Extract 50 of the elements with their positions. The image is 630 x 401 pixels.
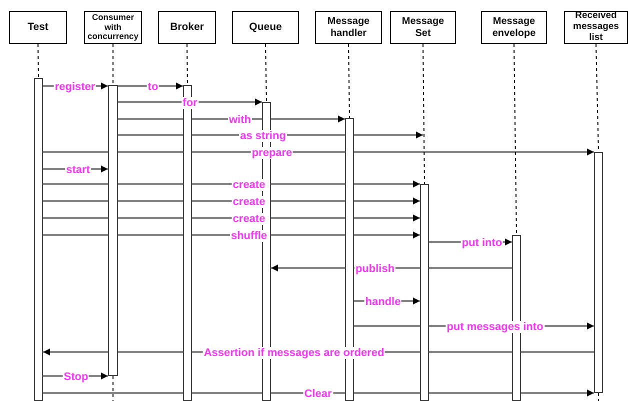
lifeline	[112, 44, 114, 86]
participant-name: Message handler	[326, 16, 371, 39]
lifeline	[112, 376, 114, 401]
participant-box	[564, 11, 628, 44]
message-label: register	[54, 81, 96, 93]
message-arrow	[42, 148, 594, 156]
activation-bar	[108, 85, 118, 376]
message-label: create	[232, 213, 266, 225]
message-label: put into	[460, 237, 504, 249]
message-label: put messages into	[446, 321, 544, 333]
participant-box	[232, 11, 299, 44]
participant-name: Received messages list	[572, 11, 620, 44]
lifeline	[422, 44, 425, 184]
message-label: Clear	[303, 388, 333, 400]
participant-name: Message envelope	[491, 16, 537, 39]
participant-box	[158, 11, 216, 44]
message-label: to	[146, 81, 160, 93]
activation-bar	[34, 78, 43, 401]
lifeline	[348, 44, 350, 118]
message-label: for	[182, 97, 198, 109]
message-label: create	[232, 179, 266, 191]
message-label: create	[232, 196, 266, 208]
activation-bar	[420, 184, 429, 401]
participant-name: Message Set	[400, 16, 446, 39]
message-label: Assertion if messages are ordered	[202, 347, 386, 359]
message-label: with	[228, 114, 252, 126]
participant-name: Broker	[170, 21, 204, 34]
participant-name: Test	[28, 21, 48, 34]
participant-box	[481, 11, 547, 44]
lifeline	[514, 44, 517, 236]
participant-box	[390, 11, 456, 44]
message-label: publish	[354, 263, 396, 275]
activation-bar	[594, 152, 603, 393]
message-label: shuffle	[230, 230, 268, 242]
message-label: handle	[364, 296, 402, 308]
participant-name: Consumer with concurrency	[86, 12, 140, 42]
participant-box	[315, 11, 382, 44]
lifeline	[598, 392, 599, 401]
message-label: start	[65, 164, 91, 176]
participant-name: Queue	[249, 21, 282, 34]
message-label: Stop	[62, 371, 90, 383]
lifeline	[265, 44, 267, 102]
lifeline	[186, 44, 188, 86]
message-arrow	[42, 390, 594, 396]
participant-box	[9, 11, 67, 44]
message-label: as string	[239, 130, 287, 142]
message-arrow	[118, 82, 184, 90]
message-label: prepare	[250, 147, 294, 159]
message-arrow	[118, 98, 262, 106]
lifeline	[38, 44, 39, 78]
